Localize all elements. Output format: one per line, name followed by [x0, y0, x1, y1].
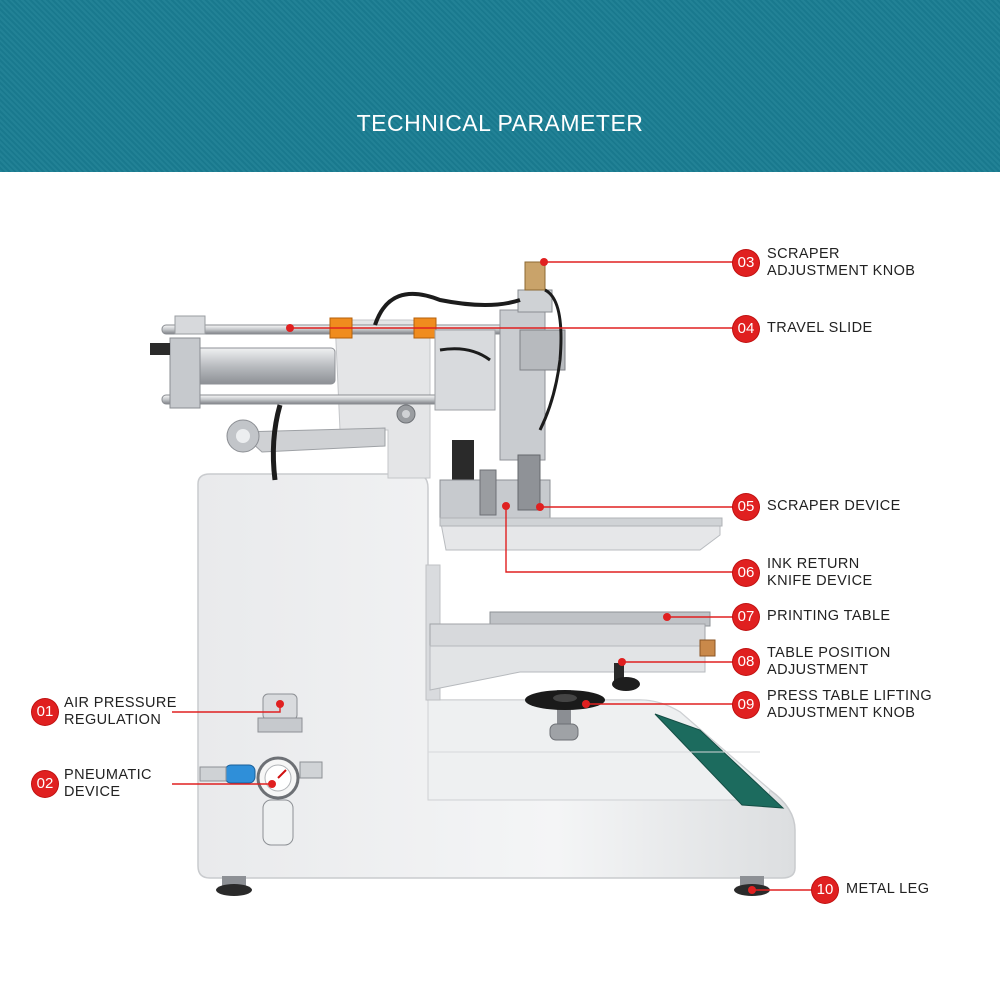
- callout-label: PRESS TABLE LIFTING ADJUSTMENT KNOB: [767, 688, 932, 721]
- callout-label: TABLE POSITION ADJUSTMENT: [767, 645, 891, 678]
- callout-08: 08 TABLE POSITION ADJUSTMENT: [733, 645, 891, 679]
- callout-09: 09 PRESS TABLE LIFTING ADJUSTMENT KNOB: [733, 688, 932, 722]
- callout-label: SCRAPER DEVICE: [767, 498, 901, 514]
- callout-badge: 10: [812, 877, 838, 903]
- callout-badge: 07: [733, 604, 759, 630]
- callout-badge: 05: [733, 494, 759, 520]
- callout-07: 07 PRINTING TABLE: [733, 604, 891, 630]
- callout-badge: 03: [733, 250, 759, 276]
- callout-label: AIR PRESSURE REGULATION: [64, 695, 177, 728]
- leader-lines: [172, 261, 812, 891]
- callout-badge: 01: [32, 699, 58, 725]
- callout-label: PRINTING TABLE: [767, 608, 891, 624]
- callout-badge: 09: [733, 692, 759, 718]
- header-banner: TECHNICAL PARAMETER: [0, 0, 1000, 172]
- callout-label: PNEUMATIC DEVICE: [64, 767, 152, 800]
- callout-04: 04 TRAVEL SLIDE: [733, 316, 873, 342]
- page-title: TECHNICAL PARAMETER: [356, 110, 644, 136]
- control-panel: [654, 713, 785, 809]
- callout-02: 02 PNEUMATIC DEVICE: [32, 767, 152, 801]
- callout-label: METAL LEG: [846, 881, 930, 897]
- leader-dots: [268, 258, 756, 894]
- callout-badge: 04: [733, 316, 759, 342]
- callout-label: SCRAPER ADJUSTMENT KNOB: [767, 246, 916, 279]
- callout-badge: 02: [32, 771, 58, 797]
- callout-10: 10 METAL LEG: [812, 877, 929, 903]
- callout-badge: 06: [733, 560, 759, 586]
- callout-label: TRAVEL SLIDE: [767, 320, 873, 336]
- callout-label: INK RETURN KNIFE DEVICE: [767, 556, 873, 589]
- callout-01: 01 AIR PRESSURE REGULATION: [32, 695, 177, 729]
- callout-05: 05 SCRAPER DEVICE: [733, 494, 901, 520]
- callout-03: 03 SCRAPER ADJUSTMENT KNOB: [733, 246, 915, 280]
- callout-badge: 08: [733, 649, 759, 675]
- callout-06: 06 INK RETURN KNIFE DEVICE: [733, 556, 873, 590]
